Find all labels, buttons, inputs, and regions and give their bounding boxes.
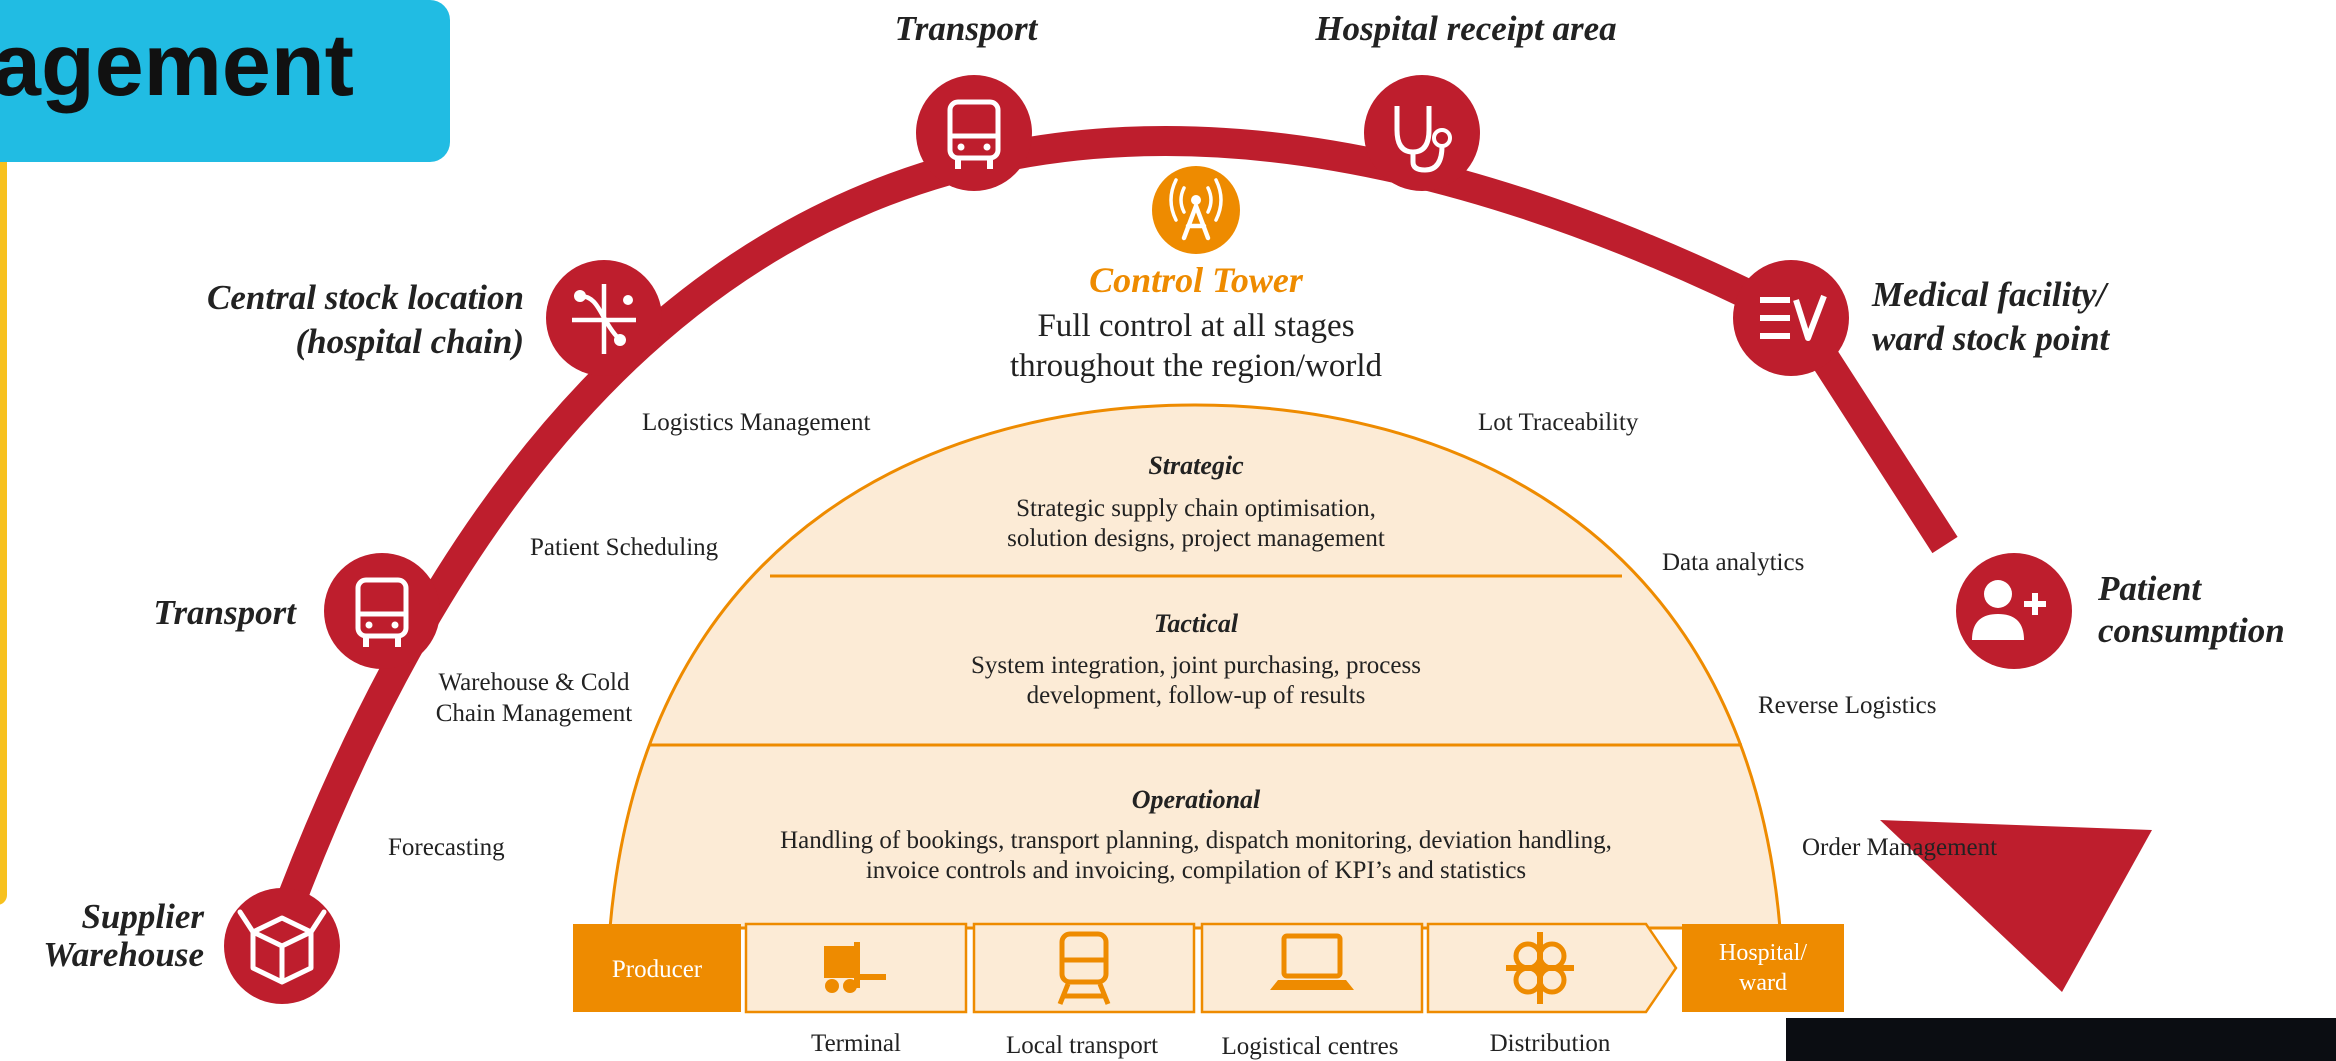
supplier-warehouse-icon (224, 888, 340, 1004)
hospital-receipt-icon (1364, 75, 1480, 191)
hospital-receipt-label: Hospital receipt area (1314, 9, 1616, 48)
interchange-icon (1506, 932, 1574, 1004)
warehouse-cold-chain-label-line-1: Warehouse & Cold (438, 669, 630, 696)
patient-consumption-label-line-1: Patient (2097, 569, 2202, 608)
patient-consumption-icon (1956, 553, 2072, 669)
medical-facility-label: Medical facility/ward stock point (1871, 275, 2111, 358)
hospital-ward-label: Hospital/ward (1719, 940, 1807, 996)
hospital-ward-label-line-2: ward (1739, 970, 1787, 996)
strategic-text-line-1: Strategic supply chain optimisation, (1016, 495, 1376, 522)
terminal-label: Terminal (811, 1030, 901, 1057)
logistical-centres-label: Logistical centres (1221, 1033, 1398, 1060)
central-stock-icon (546, 260, 662, 376)
title-banner (0, 0, 450, 162)
forecasting-label: Forecasting (388, 834, 505, 861)
supplier-warehouse-label-line-1: Supplier (81, 897, 204, 936)
strategic-text: Strategic supply chain optimisation, solu… (1007, 495, 1385, 552)
patient-scheduling-label: Patient Scheduling (530, 534, 719, 561)
control-tower-title: Control Tower (1089, 260, 1304, 300)
producer-label: Producer (612, 956, 703, 983)
tactical-text-line-2: development, follow-up of results (1027, 682, 1366, 709)
logistical-centres-box (1200, 922, 1424, 1014)
local-transport-label: Local transport (1006, 1032, 1158, 1059)
supplier-warehouse-label-line-2: Warehouse (43, 935, 204, 974)
control-tower-icon (1152, 166, 1240, 254)
logistics-management-label: Logistics Management (642, 409, 870, 436)
data-analytics-label: Data analytics (1662, 549, 1804, 576)
medical-facility-label-line-2: ward stock point (1872, 319, 2111, 358)
arc-arrowhead (1880, 820, 2152, 992)
train-icon (1057, 931, 1111, 1005)
central-stock-label-line-1: Central stock location (207, 278, 524, 317)
operational-text-line-2: invoice controls and invoicing, compilat… (866, 857, 1526, 884)
transport-top-icon (916, 75, 1032, 191)
strategic-text-line-2: solution designs, project management (1007, 525, 1385, 552)
local-transport-box (972, 922, 1196, 1014)
transport-top-label: Transport (895, 9, 1039, 48)
strategic-title: Strategic (1148, 451, 1244, 480)
banner-title: agement (0, 15, 354, 114)
central-stock-label: Central stock location (hospital chain) (207, 278, 524, 361)
tactical-text-line-1: System integration, joint purchasing, pr… (971, 652, 1421, 679)
operational-text: Handling of bookings, transport planning… (780, 827, 1612, 884)
dark-footer-bar (1786, 1018, 2336, 1061)
hospital-ward-label-line-1: Hospital/ (1719, 940, 1807, 966)
lot-traceability-label: Lot Traceability (1478, 409, 1639, 436)
control-dome (608, 403, 1782, 930)
laptop-icon (1270, 933, 1354, 990)
reverse-logistics-label: Reverse Logistics (1758, 692, 1936, 719)
patient-consumption-label-line-2: consumption (2098, 611, 2285, 650)
gold-side-panel (0, 150, 7, 905)
hospital-ward-box (1682, 924, 1844, 1012)
warehouse-cold-chain-label-line-2: Chain Management (436, 700, 633, 727)
tactical-title: Tactical (1154, 609, 1239, 638)
medical-facility-icon (1733, 260, 1849, 376)
medical-facility-label-line-1: Medical facility/ (1871, 275, 2110, 314)
operational-text-line-1: Handling of bookings, transport planning… (780, 827, 1612, 854)
control-tower-line1: Full control at all stages (1037, 308, 1354, 344)
tactical-text: System integration, joint purchasing, pr… (971, 652, 1421, 709)
operational-title: Operational (1132, 785, 1261, 814)
transport-left-icon (324, 553, 440, 669)
central-stock-label-line-2: (hospital chain) (295, 322, 524, 361)
producer-box (573, 924, 741, 1012)
order-management-label: Order Management (1802, 834, 1997, 861)
distribution-label: Distribution (1490, 1030, 1611, 1057)
transport-left-label: Transport (153, 593, 297, 632)
control-tower-line2: throughout the region/world (1010, 348, 1383, 384)
forklift-icon (824, 942, 886, 993)
